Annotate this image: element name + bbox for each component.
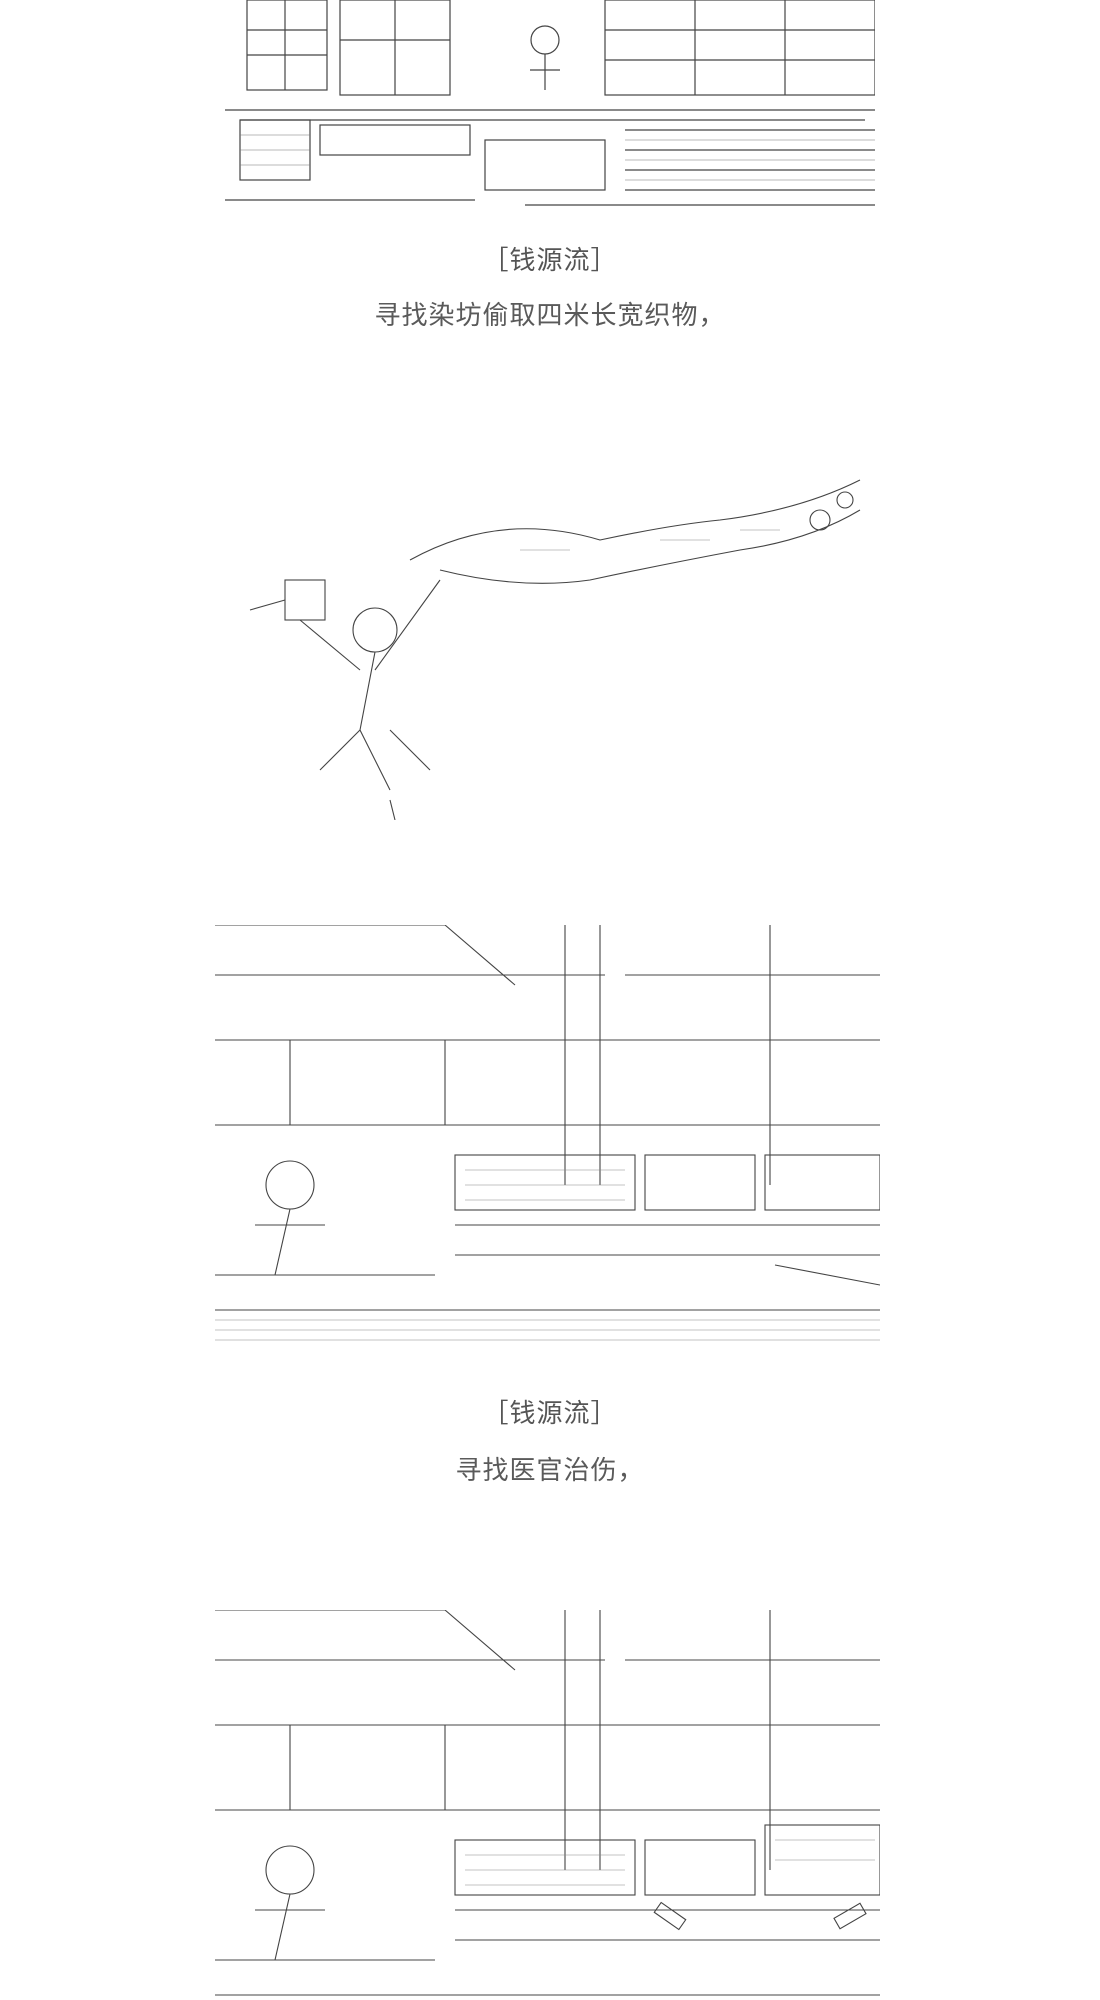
narration-line-1: 寻找染坊偷取四米长宽织物， — [374, 301, 726, 331]
interior-2-drawing — [215, 1610, 880, 1996]
ascii-art-interior-1 — [215, 925, 880, 1375]
ascii-art-leaping-figure — [240, 470, 880, 820]
ascii-art-interior-2 — [215, 1610, 880, 2000]
speaker-label-1: ［钱源流］ — [482, 246, 618, 276]
narration-line-2: 寻找医官治伤， — [455, 1456, 645, 1486]
leaping-figure-drawing — [249, 479, 861, 820]
street-scene-drawing — [225, 0, 875, 206]
interior-1-drawing — [215, 925, 880, 1341]
speaker-label-2: ［钱源流］ — [482, 1399, 618, 1429]
ascii-art-street-scene — [225, 0, 875, 225]
